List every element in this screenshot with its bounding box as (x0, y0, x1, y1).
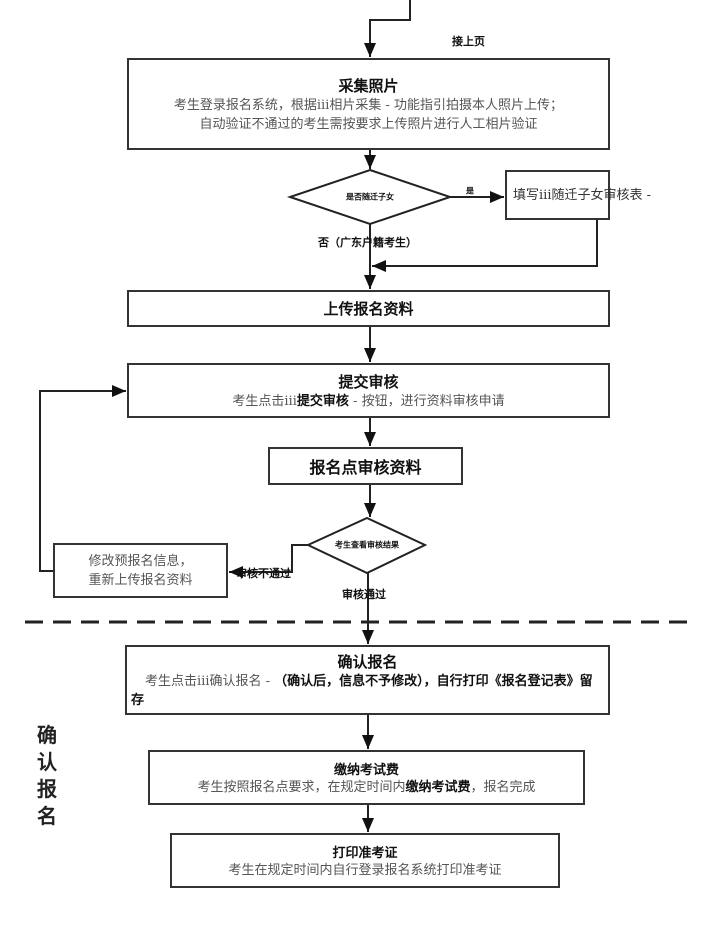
fail-label: 审核不通过 (236, 567, 291, 580)
decision-result-label: 考生查看审核结果 (335, 540, 399, 550)
yes-label: 是 (466, 186, 474, 196)
modify-step: 修改预报名信息， 重新上传报名资料 (53, 543, 228, 598)
section-label-char: 认 (37, 750, 57, 774)
upload-title: 上传报名资料 (323, 300, 414, 318)
pay-desc-post: ，报名完成 (470, 779, 536, 795)
confirm-step: 确认报名 考生点击ⅲ确认报名 - （确认后，信息不予修改），自行打印《报名登记表… (125, 645, 610, 715)
confirm-desc-pre: 考生点击ⅲ确认报名 - (145, 673, 275, 689)
pay-title: 缴纳考试费 (333, 762, 399, 778)
confirm-title: 确认报名 (337, 652, 398, 671)
modify-desc-2: 重新上传报名资料 (88, 572, 193, 588)
upload-step: 上传报名资料 (127, 290, 610, 327)
arrow-from-previous-page (364, 0, 411, 57)
migrant-form-step: 填写ⅲ随迁子女审核表 - (505, 170, 651, 220)
no-label: 否（广东户籍考生） (318, 236, 417, 249)
submit-desc-post: - 按钮，进行资料审核申请 (348, 393, 505, 409)
pay-desc-bold: 缴纳考试费 (405, 779, 471, 795)
arrow-form-merge (372, 220, 598, 272)
section-label-char: 名 (37, 804, 57, 828)
section-label-char: 确 (37, 723, 57, 747)
confirm-desc-bold: （确认后，信息不予修改），自行打印《报名登记表》留存 (131, 673, 593, 708)
print-title: 打印准考证 (332, 845, 398, 861)
photo-desc-2: 自动验证不通过的考生需按要求上传照片进行人工相片验证 (199, 116, 538, 132)
print-step: 打印准考证 考生在规定时间内自行登录报名系统打印准考证 (170, 833, 560, 888)
section-label: 确 认 报 名 (32, 722, 62, 830)
print-desc: 考生在规定时间内自行登录报名系统打印准考证 (228, 862, 502, 878)
pay-desc-pre: 考生按照报名点要求，在规定时间内 (197, 779, 406, 795)
photo-step: 采集照片 考生登录报名系统，根据ⅲ相片采集 - 功能指引拍摄本人照片上传； 自动… (127, 58, 610, 150)
arrow-fail (229, 544, 308, 578)
photo-title: 采集照片 (338, 76, 399, 95)
section-label-char: 报 (37, 777, 57, 801)
decision-migrant-label: 是否随迁子女 (346, 192, 394, 202)
migrant-form-text: 填写ⅲ随迁子女审核表 - (513, 187, 651, 203)
site-review-step: 报名点审核资料 (268, 447, 463, 485)
site-review-title: 报名点审核资料 (309, 458, 422, 477)
submit-title: 提交审核 (338, 372, 399, 391)
submit-desc-pre: 考生点击ⅲ (232, 393, 297, 409)
submit-step: 提交审核 考生点击ⅲ提交审核 - 按钮，进行资料审核申请 (127, 363, 610, 418)
pay-step: 缴纳考试费 考生按照报名点要求，在规定时间内缴纳考试费，报名完成 (148, 750, 585, 805)
arrow-loop-back (39, 385, 126, 572)
pass-label: 审核通过 (342, 588, 386, 601)
submit-desc-bold: 提交审核 (296, 393, 349, 409)
modify-desc-1: 修改预报名信息， (88, 553, 193, 569)
continued-label: 接上页 (452, 35, 485, 48)
photo-desc-1: 考生登录报名系统，根据ⅲ相片采集 - 功能指引拍摄本人照片上传； (173, 97, 564, 113)
